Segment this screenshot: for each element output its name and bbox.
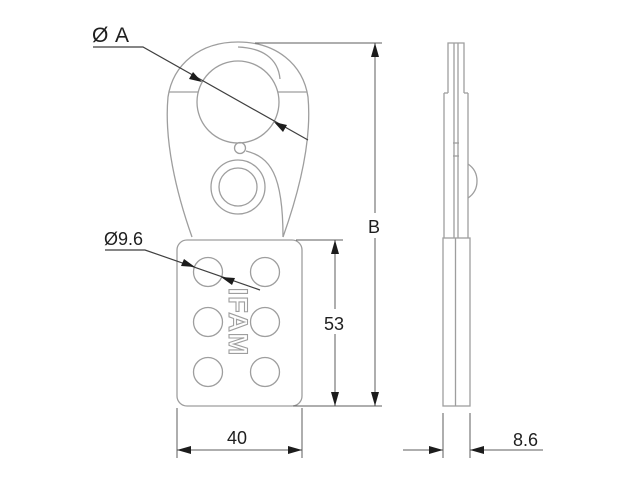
total-height-label: B [368, 217, 380, 237]
side-hook-tip [447, 42, 465, 93]
body-height-arrow-bottom [331, 392, 339, 406]
hook-diameter-arrow-lower [274, 122, 287, 132]
front-view: IFAM [166, 41, 310, 407]
jaw-curve [237, 46, 281, 80]
rivet-outer-circle [210, 159, 266, 215]
dimension-thickness: 8.6 [403, 413, 543, 458]
dimension-hook-diameter: Ø A [92, 24, 309, 141]
padlock-hole-4 [249, 306, 281, 338]
body-height-label: 53 [324, 314, 344, 334]
dimension-hole-diameter: Ø9.6 [104, 229, 261, 291]
body-height-label-bg [322, 309, 347, 334]
thickness-arrow-right [470, 446, 484, 454]
padlock-hole-1 [192, 256, 224, 288]
jaw-inner-edge [245, 150, 284, 238]
padlock-hole-3 [192, 306, 224, 338]
dimension-body-width: 40 [176, 408, 303, 458]
hole-diameter-label: Ø9.6 [104, 229, 143, 249]
hook-diameter-leader-line [93, 46, 309, 141]
total-height-arrow-top [371, 43, 379, 57]
body-plate [176, 239, 303, 407]
hook-outline [166, 41, 310, 238]
padlock-hole-2 [249, 256, 281, 288]
hole-diameter-leader-line [105, 249, 261, 291]
pin-circle [233, 141, 247, 155]
dimension-body-height: 53 [296, 239, 347, 406]
rivet-inner-circle [218, 167, 258, 207]
padlock-hole-6 [249, 356, 281, 388]
padlock-hole-5 [192, 356, 224, 388]
dimension-total-height: B [255, 42, 386, 407]
thickness-arrow-left [429, 446, 443, 454]
thickness-label: 8.6 [513, 430, 538, 450]
hole-diameter-arrow-lower [221, 277, 235, 285]
side-rivet-bulge [467, 163, 478, 199]
hook-diameter-label: Ø A [92, 24, 130, 47]
hole-diameter-arrow-upper [181, 259, 195, 267]
body-width-label: 40 [227, 428, 247, 448]
body-height-arrow-top [331, 240, 339, 254]
hook-diameter-arrow-upper [189, 72, 202, 82]
total-height-arrow-bottom [371, 392, 379, 406]
total-height-label-bg [364, 213, 386, 238]
hook-opening-circle [196, 60, 280, 144]
body-width-arrow-left [177, 446, 191, 454]
side-body [442, 237, 471, 407]
brand-text: IFAM [223, 288, 253, 357]
body-width-arrow-right [288, 446, 302, 454]
side-view [442, 42, 478, 407]
